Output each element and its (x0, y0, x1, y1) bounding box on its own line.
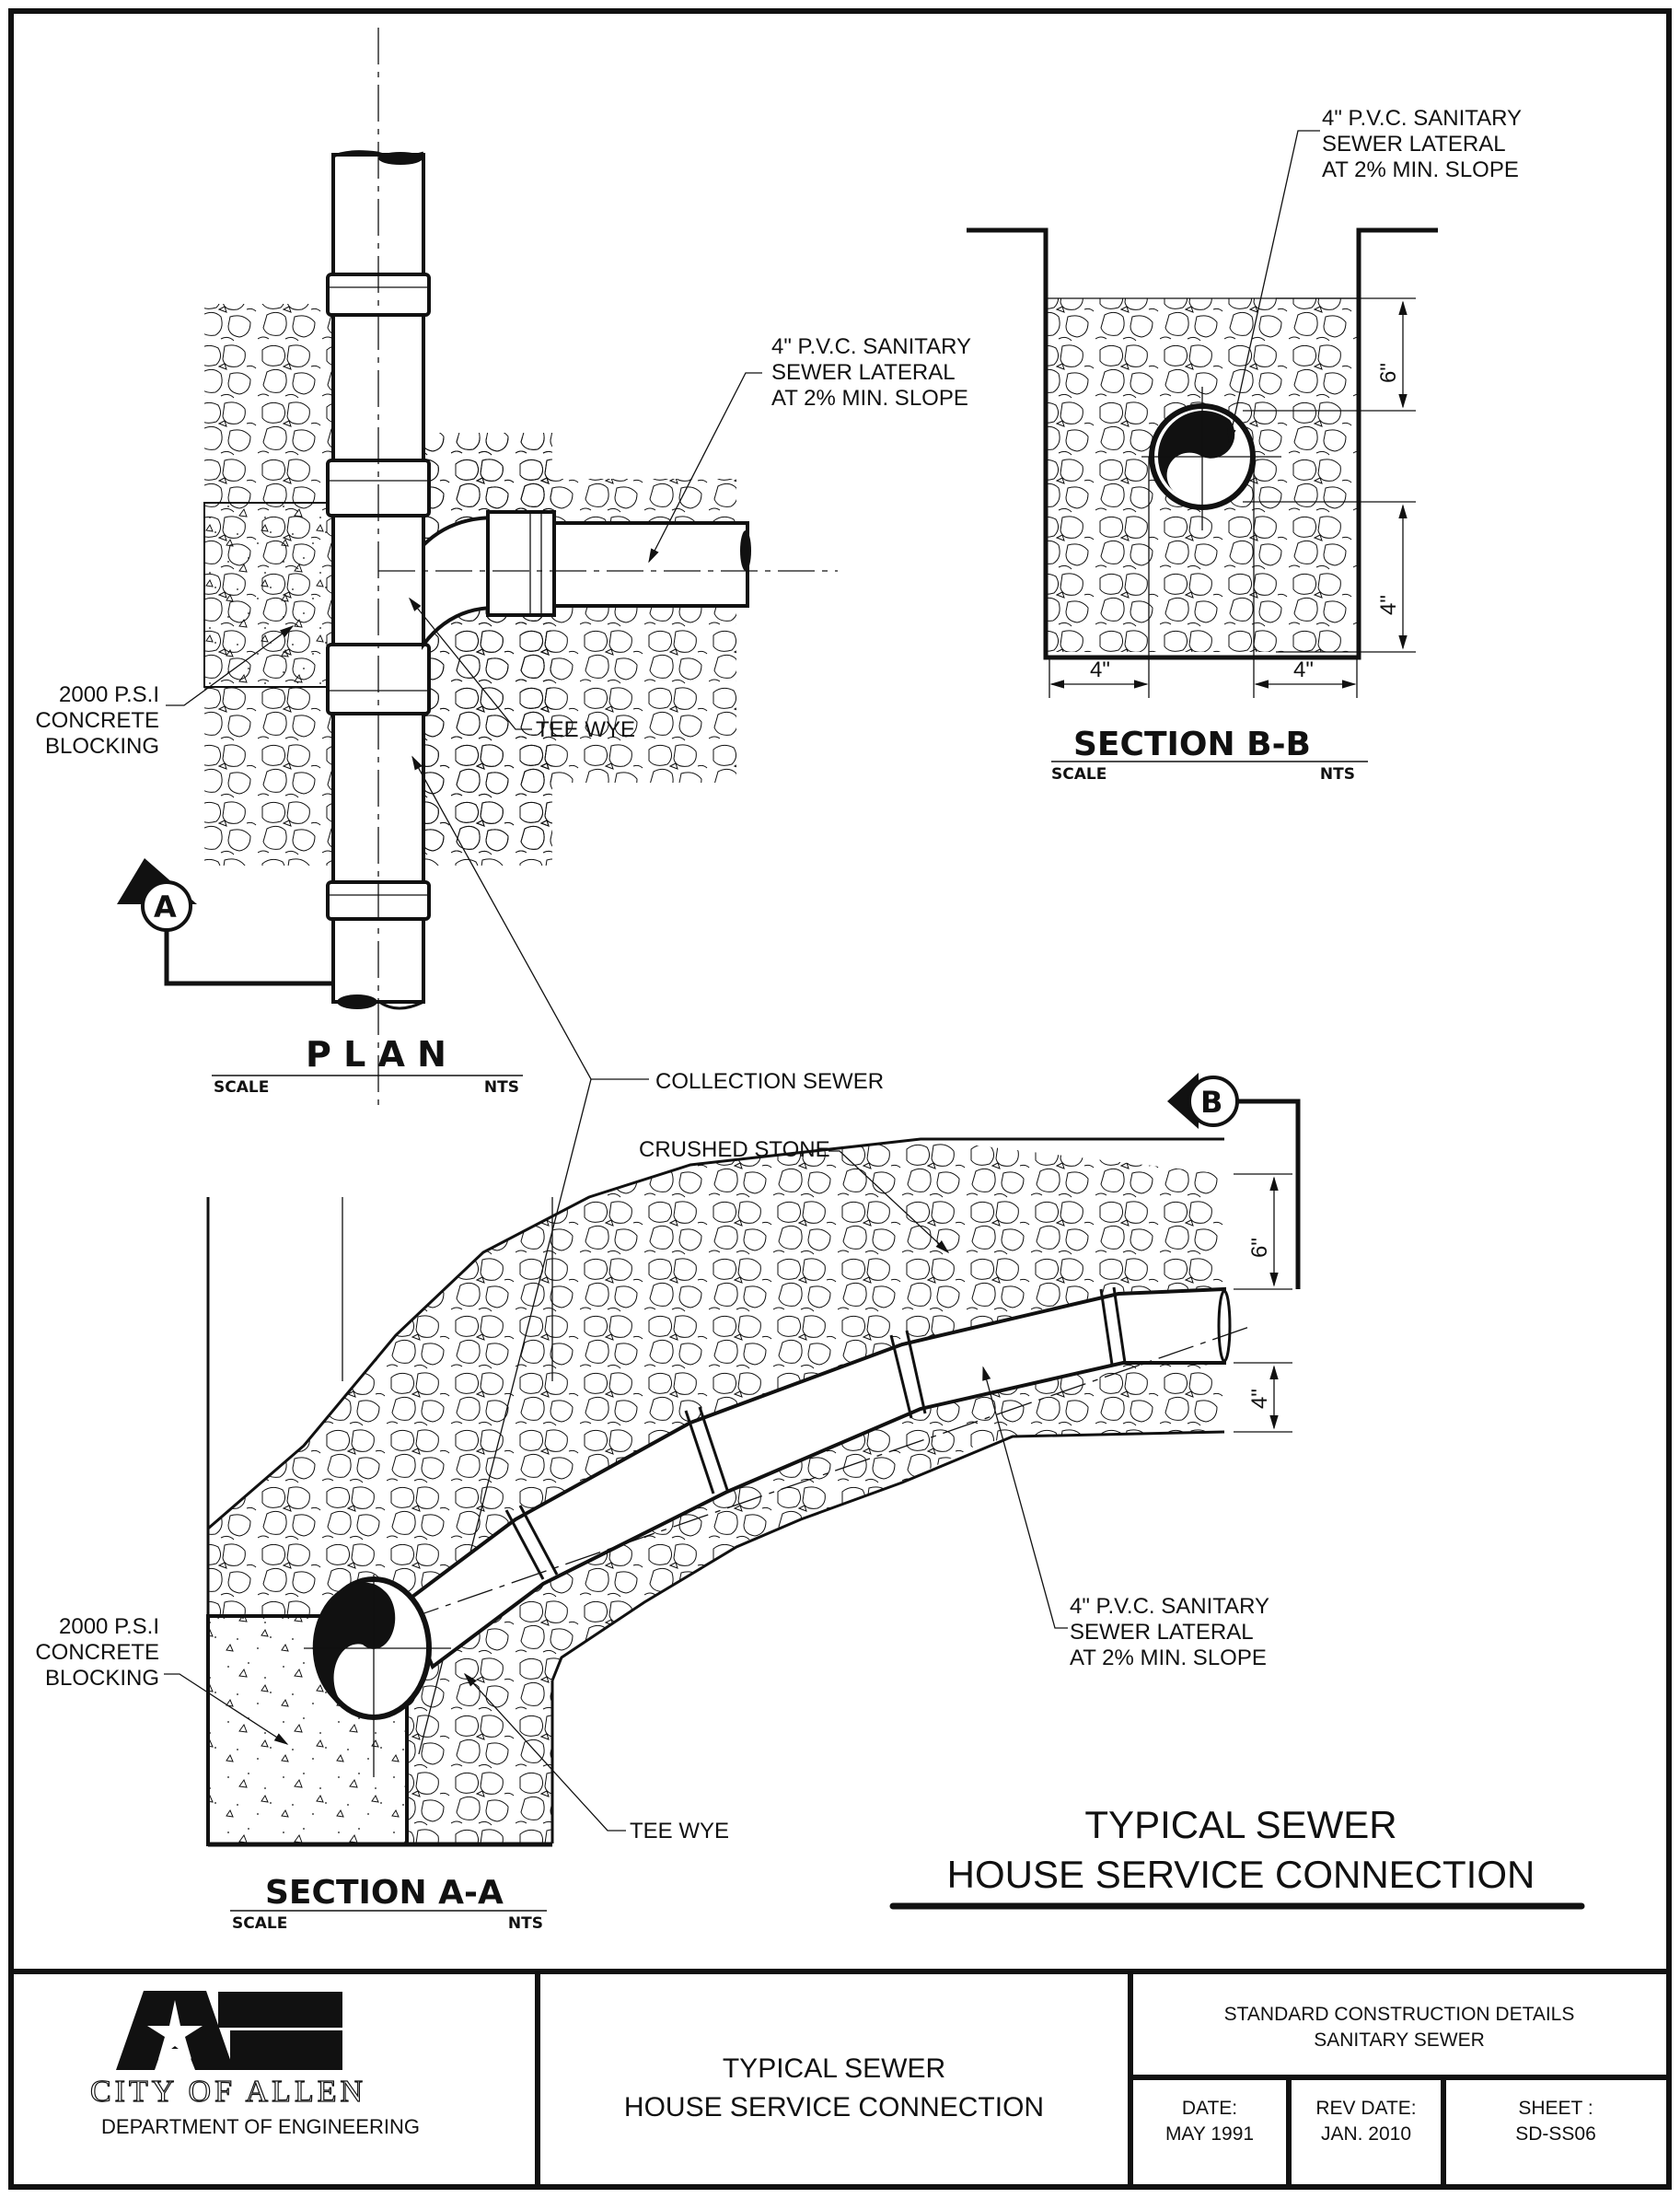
plan-teewye-leader (409, 597, 532, 730)
section-a-lateral-cut (1217, 1289, 1232, 1363)
section-b-dim-bottom-label: 4" (1376, 595, 1401, 615)
section-a-blocking-label-3: BLOCKING (45, 1666, 159, 1691)
section-b-view (967, 130, 1438, 698)
plan-title: P L A N (306, 1034, 446, 1075)
date-label: DATE: (1182, 2098, 1237, 2119)
section-b-marker[interactable] (1167, 1073, 1301, 1289)
section-b-callout-2: SEWER LATERAL (1322, 132, 1506, 157)
section-a-tee-wye-label: TEE WYE (630, 1819, 729, 1843)
plan-scale-label: SCALE (214, 1078, 269, 1097)
plan-pipe-bottom-cut (337, 994, 377, 1009)
section-a-pipe-couplings (504, 1286, 1127, 1580)
section-b-scale-value: NTS (1320, 765, 1355, 784)
plan-lateral-label-2: SEWER LATERAL (771, 360, 956, 385)
section-a-lateral-centerline (349, 1325, 1253, 1640)
section-b-lateral-leader (1227, 130, 1320, 444)
section-a-teewye-leader (463, 1672, 626, 1832)
drawing-title-line2: HOUSE SERVICE CONNECTION (624, 2092, 1044, 2122)
logo-star-icon (147, 2000, 203, 2059)
section-a-lateral-label-3: AT 2% MIN. SLOPE (1070, 1646, 1267, 1670)
section-b-callout-3: AT 2% MIN. SLOPE (1322, 157, 1519, 182)
crushed-stone-leader (828, 1150, 950, 1254)
section-b-dim-left-label: 4" (1090, 657, 1110, 682)
category-line2: SANITARY SEWER (1314, 2029, 1485, 2051)
sheet-border (8, 8, 1672, 2190)
city-logo (116, 1991, 342, 2070)
plan-pipe-top-cut (378, 152, 423, 165)
logo-bar-top (218, 1992, 342, 2028)
sheet-title-line2: HOUSE SERVICE CONNECTION (947, 1853, 1535, 1896)
section-a-blocking-label-2: CONCRETE (35, 1640, 159, 1665)
drawing-title-line1: TYPICAL SEWER (723, 2053, 945, 2084)
crushed-stone-label: CRUSHED STONE (639, 1137, 830, 1162)
section-a-view (164, 1073, 1301, 1847)
section-a-title: SECTION A-A (265, 1874, 504, 1912)
sheet-value: SD-SS06 (1515, 2123, 1596, 2145)
date-value: MAY 1991 (1165, 2123, 1254, 2145)
section-a-lateral-label-2: SEWER LATERAL (1070, 1620, 1254, 1645)
collection-sewer-label: COLLECTION SEWER (655, 1069, 884, 1094)
section-b-arrowhead (1167, 1073, 1199, 1129)
section-a-marker[interactable] (117, 858, 333, 986)
section-a-dim-top-label: 6" (1247, 1238, 1272, 1258)
plan-tee-wye-label: TEE WYE (536, 717, 635, 742)
section-a-blocking-leader (164, 1673, 289, 1745)
plan-concrete-blocking (203, 502, 334, 688)
plan-scale-value: NTS (484, 1078, 519, 1097)
plan-lateral-coupling (486, 510, 556, 617)
section-b-pipe-shading (1157, 411, 1235, 494)
title-block (11, 1969, 1669, 2187)
section-a-scale-label: SCALE (232, 1914, 287, 1933)
plan-lateral-pipe (552, 521, 749, 608)
section-b-dim-right-label: 4" (1293, 657, 1314, 682)
logo-bar-bottom (230, 2030, 342, 2070)
plan-blocking-label-3: BLOCKING (45, 734, 159, 759)
plan-pipe-bottom-break (378, 1000, 424, 1010)
section-a-pipe-shading (312, 1582, 396, 1711)
section-b-callout-1: 4" P.V.C. SANITARY (1322, 106, 1522, 131)
section-b-dim-top-label: 6" (1376, 363, 1401, 383)
plan-lateral-label-3: AT 2% MIN. SLOPE (771, 386, 968, 411)
section-a-lateral-leader (982, 1366, 1068, 1629)
section-b-trench (967, 227, 1438, 660)
department-name: DEPARTMENT OF ENGINEERING (101, 2115, 420, 2138)
rev-date-value: JAN. 2010 (1321, 2123, 1411, 2145)
section-a-blocking-label-1: 2000 P.S.I (59, 1614, 159, 1639)
plan-view (117, 28, 838, 1755)
sheet-title-line1: TYPICAL SEWER (1084, 1803, 1396, 1846)
category-line1: STANDARD CONSTRUCTION DETAILS (1224, 2004, 1575, 2025)
plan-blocking-label-2: CONCRETE (35, 708, 159, 733)
city-name: CITY OF ALLEN (90, 2075, 366, 2109)
section-b-marker-label: B (1200, 1085, 1222, 1120)
section-a-lateral-label-1: 4" P.V.C. SANITARY (1070, 1594, 1269, 1619)
section-a-dim-bottom-label: 4" (1247, 1389, 1272, 1409)
sheet-label: SHEET : (1518, 2098, 1593, 2119)
rev-date-label: REV DATE: (1315, 2098, 1416, 2119)
section-a-marker-label: A (154, 890, 177, 925)
plan-blocking-label-1: 2000 P.S.I (59, 682, 159, 707)
plan-lateral-label-1: 4" P.V.C. SANITARY (771, 334, 971, 359)
plan-lateral-leader (648, 372, 762, 564)
plan-blocking-leader (166, 625, 295, 706)
section-b-title: SECTION B-B (1073, 726, 1311, 763)
section-a-scale-value: NTS (508, 1914, 543, 1933)
section-b-scale-label: SCALE (1051, 765, 1106, 784)
plan-lateral-cut (740, 530, 751, 571)
